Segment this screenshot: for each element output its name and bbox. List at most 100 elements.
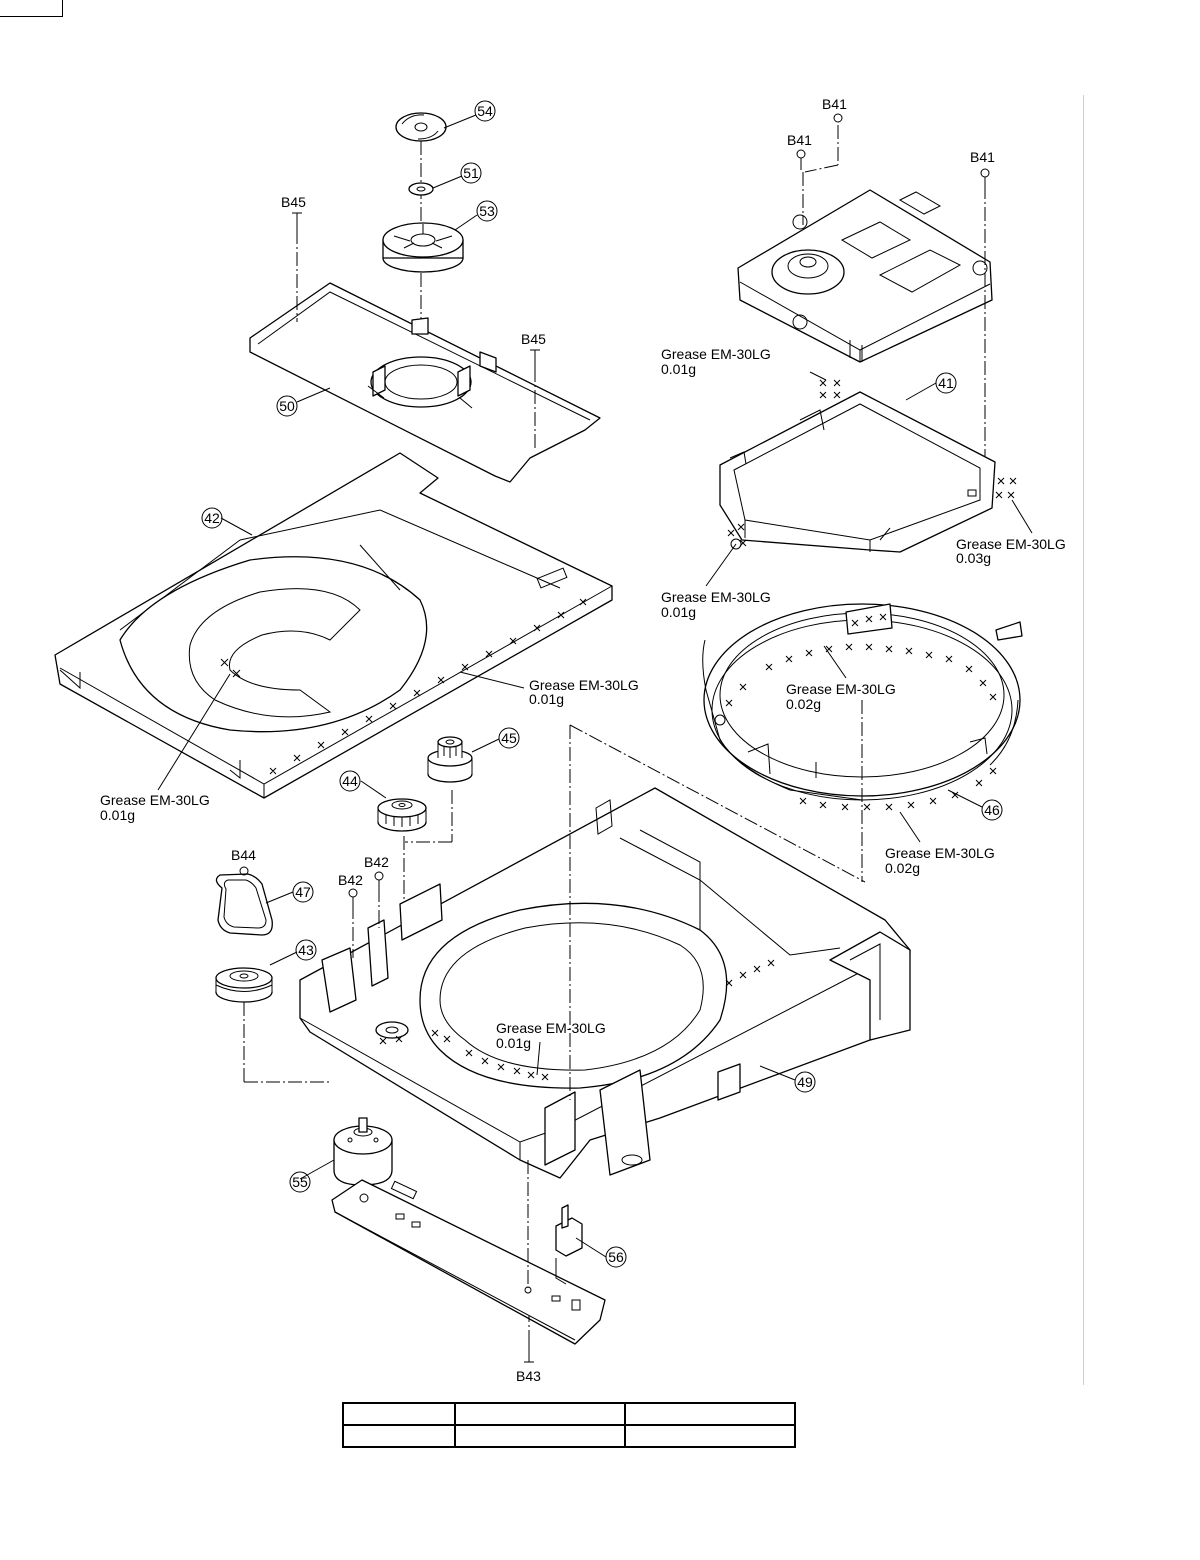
screw-b41-a bbox=[833, 113, 843, 123]
grease-note-name: Grease EM-30LG bbox=[661, 346, 771, 362]
grease-note-holder-top: Grease EM-30LG 0.01g bbox=[661, 346, 771, 377]
part-43-pulley bbox=[215, 967, 273, 1003]
callout-41-label: 41 bbox=[938, 375, 954, 391]
grease-note-holder-left: Grease EM-30LG 0.01g bbox=[661, 589, 771, 620]
screw-label-b41-a: B41 bbox=[822, 96, 847, 112]
callout-51-label: 51 bbox=[463, 165, 479, 181]
callout-44: 44 bbox=[339, 770, 361, 792]
part-44-gear bbox=[377, 798, 427, 832]
table-cell bbox=[342, 1424, 456, 1448]
part-45-gear bbox=[427, 736, 473, 783]
table-row bbox=[342, 1402, 796, 1426]
callout-51: 51 bbox=[460, 162, 482, 184]
grease-note-name: Grease EM-30LG bbox=[661, 589, 771, 605]
part-50-clamp-holder bbox=[249, 282, 601, 483]
grease-note-chassis: Grease EM-30LG 0.01g bbox=[496, 1020, 606, 1051]
grease-note-holder-right: Grease EM-30LG 0.03g bbox=[956, 536, 1066, 566]
part-56-switch bbox=[555, 1204, 583, 1285]
callout-53: 53 bbox=[476, 200, 498, 222]
callout-46: 46 bbox=[981, 799, 1003, 821]
part-55-motor bbox=[333, 1117, 393, 1186]
grease-note-ring-inner: Grease EM-30LG 0.02g bbox=[786, 681, 896, 712]
screw-label-b41-c: B41 bbox=[970, 149, 995, 165]
callout-46-label: 46 bbox=[984, 802, 1000, 818]
callout-45-label: 45 bbox=[501, 730, 517, 746]
callout-50: 50 bbox=[276, 395, 298, 417]
screw-label-b44: B44 bbox=[231, 847, 256, 863]
screw-label-b41-b: B41 bbox=[787, 132, 812, 148]
table-cell bbox=[624, 1402, 796, 1426]
table-cell bbox=[454, 1424, 626, 1448]
grease-note-name: Grease EM-30LG bbox=[786, 681, 896, 697]
grease-note-amount: 0.01g bbox=[100, 807, 135, 823]
table-cell bbox=[342, 1402, 456, 1426]
tray-grease-marks bbox=[220, 598, 587, 775]
table-cell bbox=[454, 1402, 626, 1426]
grease-note-amount: 0.01g bbox=[661, 361, 696, 377]
table-row bbox=[342, 1424, 796, 1448]
grease-note-amount: 0.01g bbox=[529, 691, 564, 707]
chassis-grease-marks bbox=[379, 959, 775, 1081]
callout-50-label: 50 bbox=[279, 398, 295, 414]
grease-note-amount: 0.03g bbox=[956, 550, 991, 566]
screw-b45-a bbox=[292, 212, 302, 322]
part-53-turntable bbox=[382, 222, 464, 273]
grease-note-amount: 0.02g bbox=[786, 696, 821, 712]
callout-43: 43 bbox=[295, 939, 317, 961]
page-right-rule bbox=[1083, 95, 1084, 1385]
callout-44-label: 44 bbox=[342, 773, 358, 789]
callout-49: 49 bbox=[794, 1071, 816, 1093]
ring-grease-marks bbox=[725, 613, 997, 811]
part-51-washer bbox=[408, 182, 434, 196]
screw-label-b43: B43 bbox=[516, 1368, 541, 1384]
screw-label-b45-a: B45 bbox=[281, 194, 306, 210]
part-41-holder bbox=[719, 391, 996, 553]
callout-54: 54 bbox=[474, 100, 496, 122]
callout-42: 42 bbox=[201, 507, 223, 529]
callout-43-label: 43 bbox=[298, 942, 314, 958]
page-corner-box bbox=[0, 0, 63, 17]
callout-41: 41 bbox=[935, 372, 957, 394]
part-49-chassis bbox=[299, 787, 911, 1179]
grease-note-amount: 0.01g bbox=[661, 604, 696, 620]
table-cell bbox=[624, 1424, 796, 1448]
screw-b42-b bbox=[374, 871, 384, 928]
grease-note-tray-left: Grease EM-30LG 0.01g bbox=[100, 792, 210, 823]
screw-label-b42-a: B42 bbox=[338, 872, 363, 888]
grease-note-amount: 0.02g bbox=[885, 860, 920, 876]
holder-grease-marks bbox=[727, 379, 1017, 547]
grease-note-name: Grease EM-30LG bbox=[496, 1020, 606, 1036]
callout-53-label: 53 bbox=[479, 203, 495, 219]
screw-b43 bbox=[524, 1316, 534, 1363]
callout-42-label: 42 bbox=[204, 510, 220, 526]
screw-b41-c bbox=[980, 168, 990, 185]
info-table bbox=[342, 1402, 796, 1448]
screw-b44 bbox=[239, 866, 249, 876]
grease-note-name: Grease EM-30LG bbox=[956, 536, 1066, 552]
callout-56: 56 bbox=[605, 1246, 627, 1268]
grease-note-ring-outer: Grease EM-30LG 0.02g bbox=[885, 845, 995, 876]
part-54-clamp-plate bbox=[395, 112, 447, 142]
callout-55: 55 bbox=[289, 1171, 311, 1193]
grease-note-name: Grease EM-30LG bbox=[529, 677, 639, 693]
callout-45: 45 bbox=[498, 727, 520, 749]
screw-b41-b bbox=[796, 149, 806, 170]
callout-56-label: 56 bbox=[608, 1249, 624, 1265]
callout-leaders bbox=[220, 114, 983, 1258]
callout-49-label: 49 bbox=[797, 1074, 813, 1090]
part-47-belt bbox=[215, 873, 273, 936]
callout-47-label: 47 bbox=[295, 884, 311, 900]
part-42-disc-tray bbox=[54, 452, 613, 799]
callout-54-label: 54 bbox=[477, 103, 493, 119]
grease-note-tray-right: Grease EM-30LG 0.01g bbox=[529, 677, 639, 707]
grease-note-name: Grease EM-30LG bbox=[100, 792, 210, 808]
grease-leaders bbox=[157, 371, 1033, 1076]
grease-note-amount: 0.01g bbox=[496, 1035, 531, 1051]
screw-label-b45-b: B45 bbox=[521, 331, 546, 347]
screw-label-b42-b: B42 bbox=[364, 854, 389, 870]
callout-55-label: 55 bbox=[292, 1174, 308, 1190]
screw-b45-b bbox=[530, 349, 540, 450]
screw-b42-a bbox=[348, 888, 358, 958]
callout-47: 47 bbox=[292, 881, 314, 903]
